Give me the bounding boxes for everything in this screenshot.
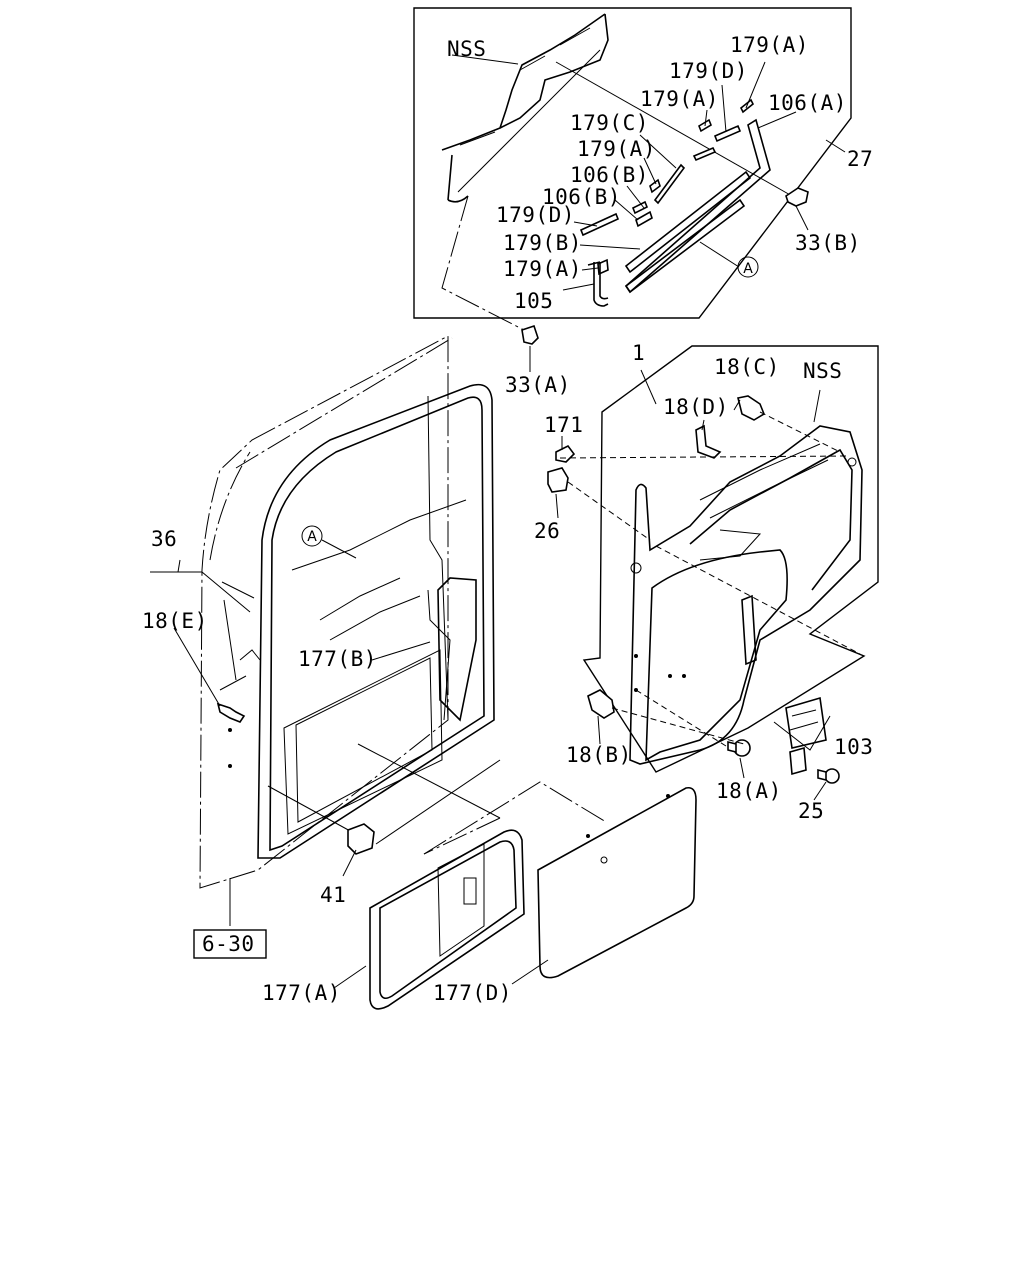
label-33a: 33(A) (505, 373, 571, 397)
label-18c: 18(C) (714, 355, 780, 379)
label-18b: 18(B) (566, 743, 632, 767)
label-33b: 33(B) (795, 231, 861, 255)
label-27: 27 (847, 147, 873, 171)
label-1: 1 (632, 341, 645, 365)
label-179a-3: 179(A) (577, 137, 656, 161)
label-106b-2: 106(B) (542, 185, 621, 209)
label-179a-2: 179(A) (640, 87, 719, 111)
bottom-panels (333, 781, 697, 1010)
trim-box-1 (547, 345, 879, 801)
label-18a: 18(A) (716, 779, 782, 803)
clip-33a (521, 324, 539, 345)
label-18e: 18(E) (142, 609, 208, 633)
label-179d-1: 179(D) (669, 59, 748, 83)
label-171: 171 (544, 413, 583, 437)
label-179a-1: 179(A) (730, 33, 809, 57)
label-177d: 177(D) (433, 981, 512, 1005)
label-nss-mid: NSS (803, 359, 842, 383)
label-41: 41 (320, 883, 346, 907)
label-26: 26 (534, 519, 560, 543)
reference-6-30-box (193, 929, 267, 959)
label-179a-4: 179(A) (503, 257, 582, 281)
label-105: 105 (514, 289, 553, 313)
label-177a: 177(A) (262, 981, 341, 1005)
label-179c: 179(C) (570, 111, 649, 135)
label-106a: 106(A) (768, 91, 847, 115)
label-25: 25 (798, 799, 824, 823)
label-6-30: 6-30 (202, 932, 255, 956)
callout-labels: NSS 179(A) 179(D) 179(A) 106(A) 179(C) 2… (142, 33, 873, 1005)
label-18d: 18(D) (663, 395, 729, 419)
label-marker-a-door: A (307, 529, 317, 545)
connector-inset-to-33a (441, 195, 525, 331)
label-103: 103 (834, 735, 873, 759)
label-179d-2: 179(D) (496, 203, 575, 227)
label-106b-1: 106(B) (570, 163, 649, 187)
door-panel (150, 335, 501, 926)
label-nss-top: NSS (447, 37, 486, 61)
label-177b: 177(B) (298, 647, 377, 671)
label-marker-a-top: A (743, 261, 753, 277)
inset-box-27 (413, 7, 852, 319)
label-179b: 179(B) (503, 231, 582, 255)
label-36: 36 (151, 527, 177, 551)
